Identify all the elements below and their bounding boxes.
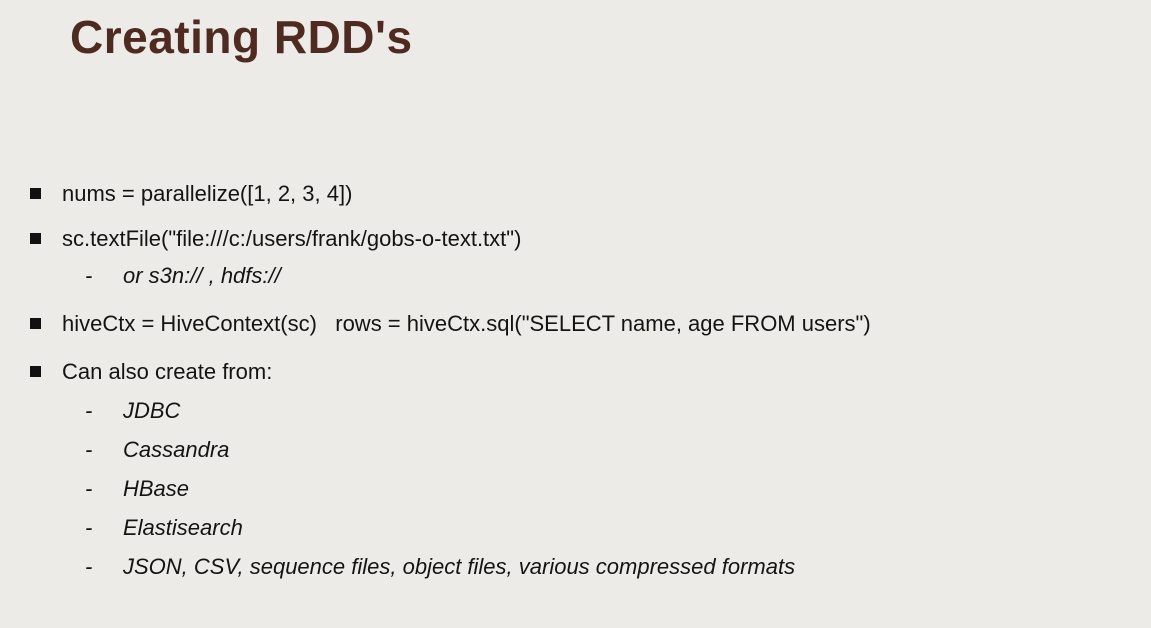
bullet-text: Can also create from: — [62, 359, 273, 384]
sub-bullet-text: or s3n:// , hdfs:// — [123, 263, 281, 288]
sub-bullet-item: - JSON, CSV, sequence files, object file… — [0, 554, 1151, 580]
dash-icon: - — [85, 515, 93, 540]
sub-bullet-text: HBase — [123, 476, 190, 501]
dash-icon: - — [85, 263, 93, 288]
sub-bullet-item: - Elastisearch — [0, 515, 1151, 541]
sub-bullet-item: - or s3n:// , hdfs:// — [0, 263, 1151, 289]
bullet-text: hiveCtx = HiveContext(sc) rows = hiveCtx… — [62, 311, 871, 336]
bullet-square-icon — [30, 359, 62, 377]
sub-bullet-item: - Cassandra — [0, 437, 1151, 463]
dash-icon: - — [85, 554, 93, 579]
sub-bullet-item: - JDBC — [0, 398, 1151, 424]
sub-bullet-text: Cassandra — [123, 437, 230, 462]
bullet-square-icon — [30, 226, 62, 244]
bullet-square-icon — [30, 181, 62, 199]
bullet-item: Can also create from: — [0, 359, 1151, 385]
bullet-square-icon — [30, 311, 62, 329]
dash-icon: - — [85, 476, 93, 501]
sub-bullet-text: Elastisearch — [123, 515, 243, 540]
bullet-text: nums = parallelize([1, 2, 3, 4]) — [62, 181, 353, 206]
bullet-item: nums = parallelize([1, 2, 3, 4]) — [0, 181, 1151, 207]
bullet-list: nums = parallelize([1, 2, 3, 4]) sc.text… — [0, 181, 1151, 580]
dash-icon: - — [85, 398, 93, 423]
bullet-item: sc.textFile("file:///c:/users/frank/gobs… — [0, 226, 1151, 252]
dash-icon: - — [85, 437, 93, 462]
bullet-item: hiveCtx = HiveContext(sc) rows = hiveCtx… — [0, 311, 1151, 337]
bullet-text: sc.textFile("file:///c:/users/frank/gobs… — [62, 226, 522, 251]
sub-bullet-text: JSON, CSV, sequence files, object files,… — [123, 554, 796, 579]
sub-bullet-item: - HBase — [0, 476, 1151, 502]
slide-title: Creating RDD's — [70, 11, 413, 63]
sub-bullet-text: JDBC — [123, 398, 181, 423]
